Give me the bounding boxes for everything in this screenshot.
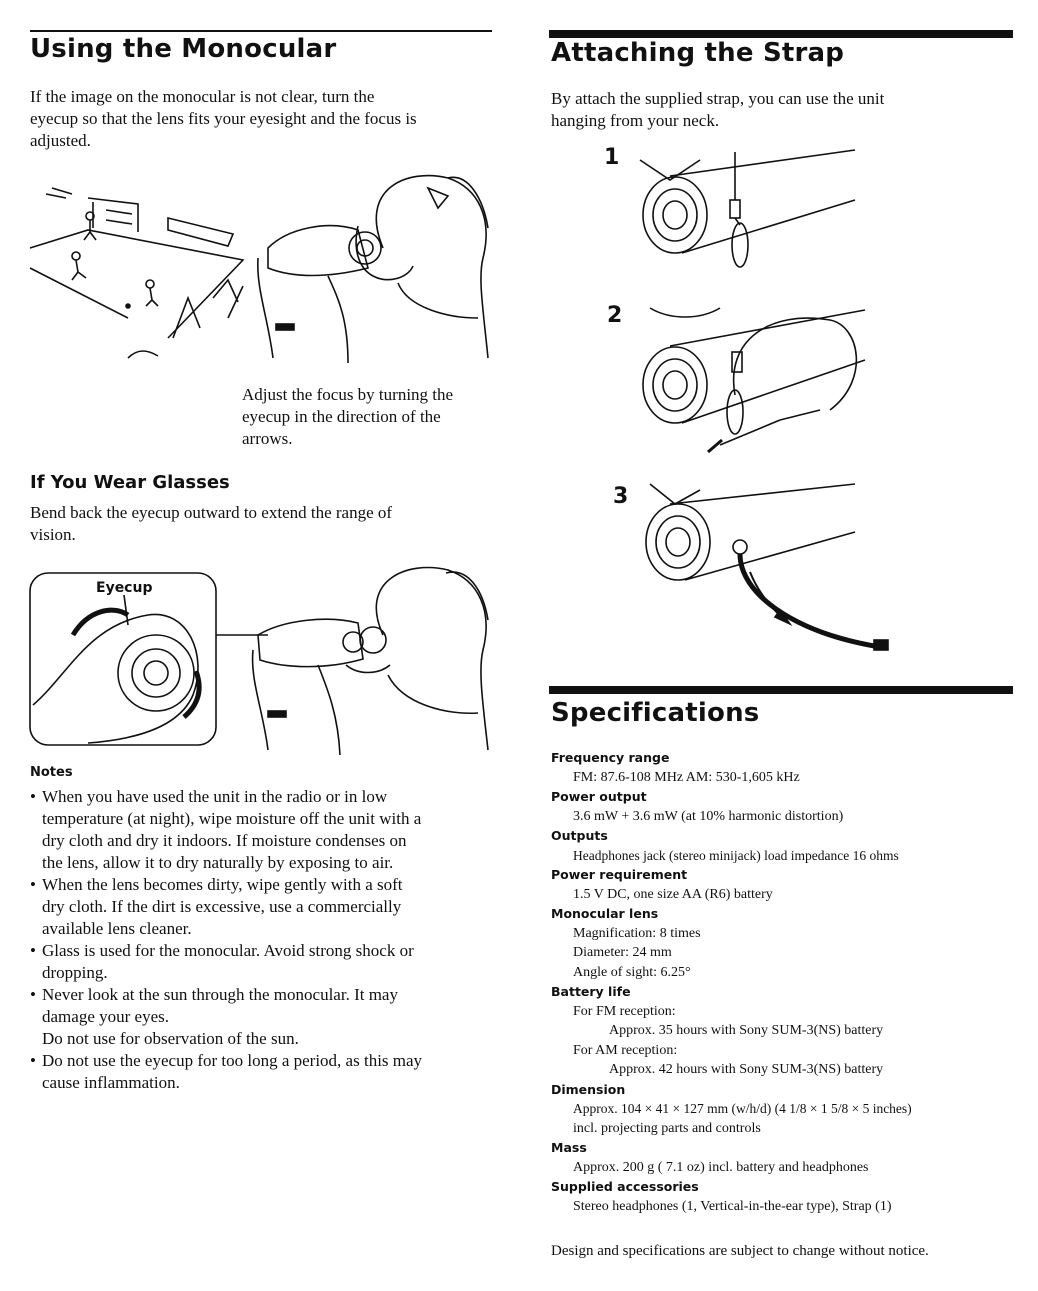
right-title-rule xyxy=(549,30,1013,38)
notes-block: Notes When you have used the unit in the… xyxy=(30,762,500,1094)
step-number-3: 3 xyxy=(613,484,629,509)
strap-step-1-illustration xyxy=(639,149,856,268)
spec-title-rule xyxy=(549,686,1013,694)
spec-label: Monocular lens xyxy=(551,906,659,921)
spec-value: incl. projecting parts and controls xyxy=(573,1120,761,1136)
list-item: Glass is used for the monocular. Avoid s… xyxy=(30,940,500,984)
spec-value: Angle of sight: 6.25° xyxy=(573,964,691,980)
spec-label: Power output xyxy=(551,789,647,804)
strap-step-3-illustration xyxy=(645,483,889,651)
spec-value: 3.6 mW + 3.6 mW (at 10% harmonic distort… xyxy=(573,808,844,824)
notes-title: Notes xyxy=(30,765,73,780)
section-title-glasses: If You Wear Glasses xyxy=(30,472,230,493)
section-title-strap: Attaching the Strap xyxy=(551,38,845,68)
list-item: Never look at the sun through the monocu… xyxy=(30,984,500,1050)
eyecup-label: Eyecup xyxy=(96,580,153,596)
spec-value: 1.5 V DC, one size AA (R6) battery xyxy=(573,886,773,902)
section-title-specifications: Specifications xyxy=(551,698,760,728)
glasses-text: Bend back the eyecup outward to extend t… xyxy=(30,503,393,544)
list-item: When the lens becomes dirty, wipe gently… xyxy=(30,874,500,940)
eyecup-illustration xyxy=(29,566,489,755)
spec-value: For FM reception: xyxy=(573,1003,676,1019)
spec-value: Diameter: 24 mm xyxy=(573,945,672,960)
section-title-using: Using the Monocular xyxy=(30,34,337,64)
spec-label: Power requirement xyxy=(551,867,688,882)
spec-label: Outputs xyxy=(551,828,608,843)
spec-label: Supplied accessories xyxy=(551,1179,699,1194)
notes-list: When you have used the unit in the radio… xyxy=(30,786,500,1094)
focus-caption: Adjust the focus by turning the eyecup i… xyxy=(242,385,454,448)
step-number-2: 2 xyxy=(607,303,623,328)
spec-value: FM: 87.6-108 MHz AM: 530-1,605 kHz xyxy=(573,769,800,785)
spec-value: Headphones jack (stereo minijack) load i… xyxy=(573,847,899,863)
spec-label: Battery life xyxy=(551,984,631,999)
strap-step-2-illustration xyxy=(642,307,866,454)
using-intro: If the image on the monocular is not cle… xyxy=(30,87,417,150)
footer-note: Design and specifications are subject to… xyxy=(551,1243,929,1259)
spec-value: Approx. 42 hours with Sony SUM-3(NS) bat… xyxy=(609,1062,884,1077)
spec-label: Frequency range xyxy=(551,750,670,765)
list-item: When you have used the unit in the radio… xyxy=(30,786,500,874)
spec-value: Magnification: 8 times xyxy=(573,925,701,941)
spec-label: Mass xyxy=(551,1140,587,1155)
list-item: Do not use the eyecup for too long a per… xyxy=(30,1050,500,1094)
spec-value: Stereo headphones (1, Vertical-in-the-ea… xyxy=(573,1198,892,1214)
spec-value: Approx. 200 g ( 7.1 oz) incl. battery an… xyxy=(573,1159,869,1175)
specifications-list: Frequency range FM: 87.6-108 MHz AM: 530… xyxy=(551,748,1021,1216)
spec-value: For AM reception: xyxy=(573,1042,678,1058)
step-number-1: 1 xyxy=(604,145,620,170)
left-title-rule xyxy=(30,30,492,32)
spec-value: Approx. 104 × 41 × 127 mm (w/h/d) (4 1/8… xyxy=(573,1101,912,1116)
spec-value: Approx. 35 hours with Sony SUM-3(NS) bat… xyxy=(609,1023,884,1038)
strap-intro: By attach the supplied strap, you can us… xyxy=(551,89,885,130)
focus-illustration xyxy=(29,174,489,364)
spec-label: Dimension xyxy=(551,1081,626,1097)
